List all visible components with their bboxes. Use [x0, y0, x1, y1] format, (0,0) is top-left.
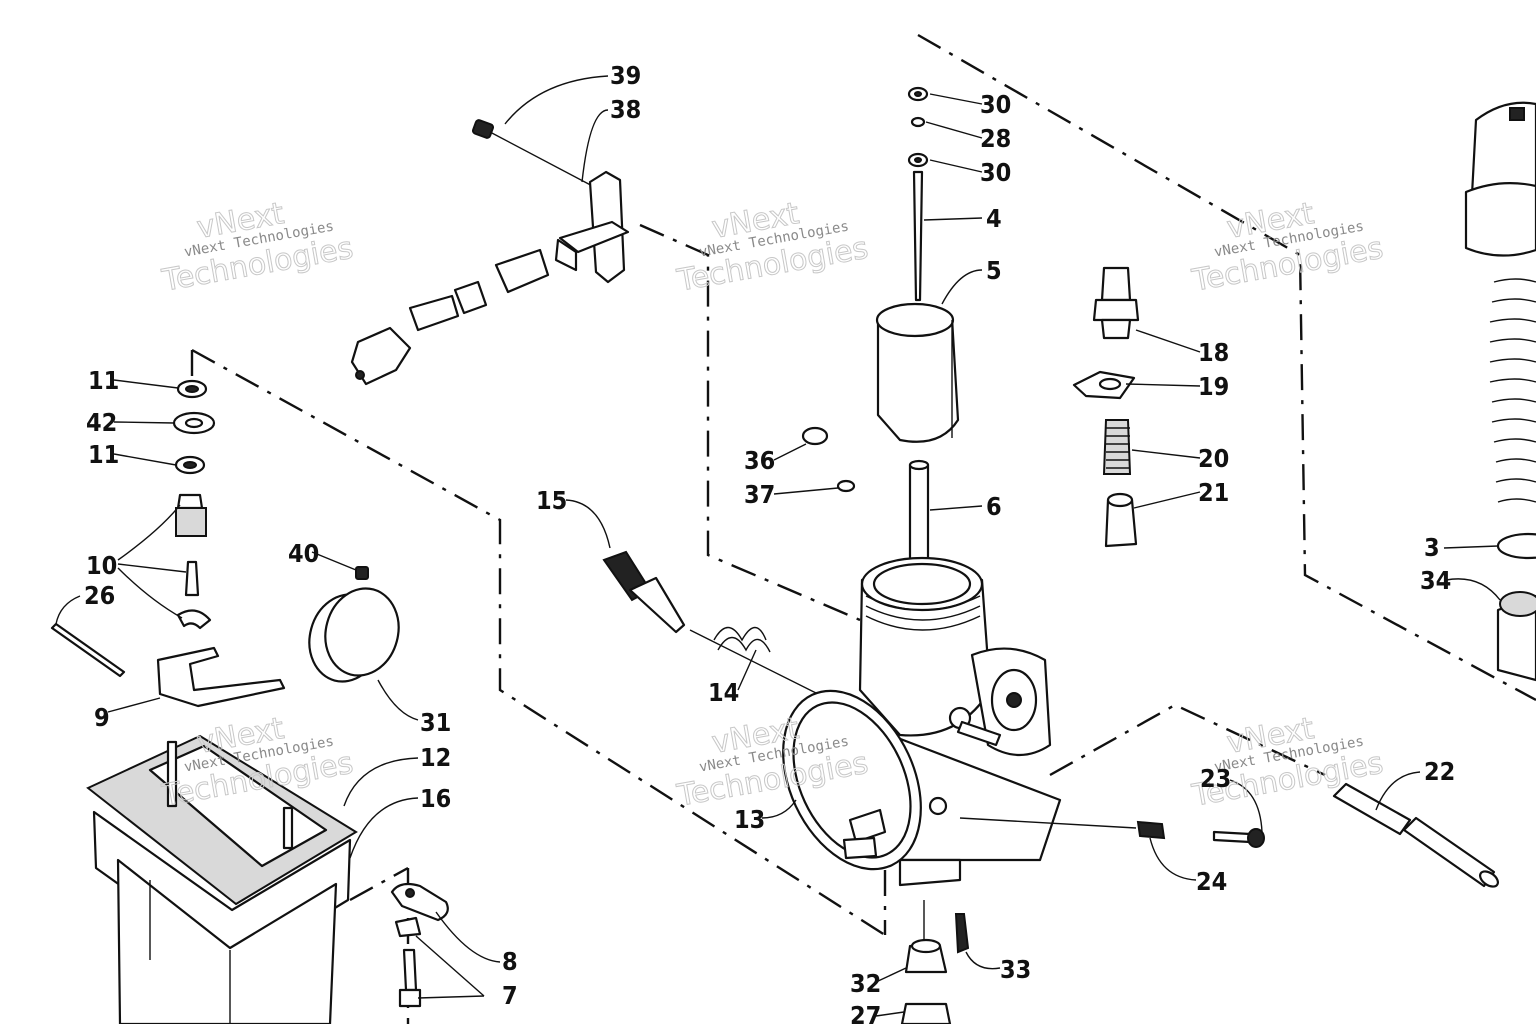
callout-38: 38 [610, 95, 641, 124]
idle-screw [602, 550, 831, 701]
callout-7: 7 [502, 981, 518, 1010]
top-cap-spring-assembly [1464, 101, 1536, 682]
callout-39: 39 [610, 61, 641, 90]
callout-11-lower: 11 [88, 440, 119, 469]
pilot-screw [959, 817, 1265, 848]
assembly-outline-lines [190, 33, 1536, 1024]
callout-13: 13 [734, 805, 765, 834]
drain-plug-parts [900, 900, 970, 1024]
callout-19: 19 [1198, 372, 1229, 401]
callout-24: 24 [1196, 867, 1227, 896]
callout-33: 33 [1000, 955, 1031, 984]
callout-16: 16 [420, 784, 451, 813]
callout-18: 18 [1198, 338, 1229, 367]
callout-labels: 39 38 30 28 30 4 5 18 19 20 21 36 37 6 1… [84, 61, 1455, 1024]
callout-20: 20 [1198, 444, 1229, 473]
callout-12: 12 [420, 743, 451, 772]
callout-6: 6 [986, 492, 1002, 521]
callout-31: 31 [420, 708, 451, 737]
callout-9: 9 [94, 703, 110, 732]
float-assembly [308, 566, 400, 683]
vent-hose [1332, 782, 1499, 888]
callout-27: 27 [850, 1001, 881, 1024]
callout-14: 14 [708, 678, 739, 707]
throttle-sensor-assembly [350, 119, 630, 386]
callout-11: 11 [88, 366, 119, 395]
callout-4: 4 [986, 204, 1002, 233]
callout-8: 8 [502, 947, 518, 976]
callout-34: 34 [1420, 566, 1451, 595]
callout-5: 5 [986, 256, 1002, 285]
callout-23: 23 [1200, 764, 1231, 793]
callout-32: 32 [850, 969, 881, 998]
bowl-retaining-parts [390, 882, 449, 1008]
callout-37: 37 [744, 480, 775, 509]
callout-42: 42 [86, 408, 117, 437]
float-bowl [86, 734, 358, 1024]
carburetor-body [782, 556, 1062, 887]
jet-needle-stack [875, 86, 960, 443]
throttle-valve [908, 459, 930, 574]
watermark: vNext vNext Technologies Technologies [673, 196, 871, 300]
leader-lines [55, 75, 1501, 1017]
callout-40: 40 [288, 539, 319, 568]
callout-28: 28 [980, 124, 1011, 153]
callout-26: 26 [84, 581, 115, 610]
callout-30-lower: 30 [980, 158, 1011, 187]
callout-10: 10 [86, 551, 117, 580]
pilot-air-assembly [1072, 266, 1140, 548]
cap-screw-36 [801, 426, 856, 493]
callout-36: 36 [744, 446, 775, 475]
callout-15: 15 [536, 486, 567, 515]
callout-21: 21 [1198, 478, 1229, 507]
float-valve-parts [50, 379, 286, 708]
watermark: vNext vNext Technologies Technologies [158, 196, 356, 300]
callout-30: 30 [980, 90, 1011, 119]
callout-22: 22 [1424, 757, 1455, 786]
watermark: vNext vNext Technologies Technologies [1188, 196, 1386, 300]
callout-3: 3 [1424, 533, 1440, 562]
